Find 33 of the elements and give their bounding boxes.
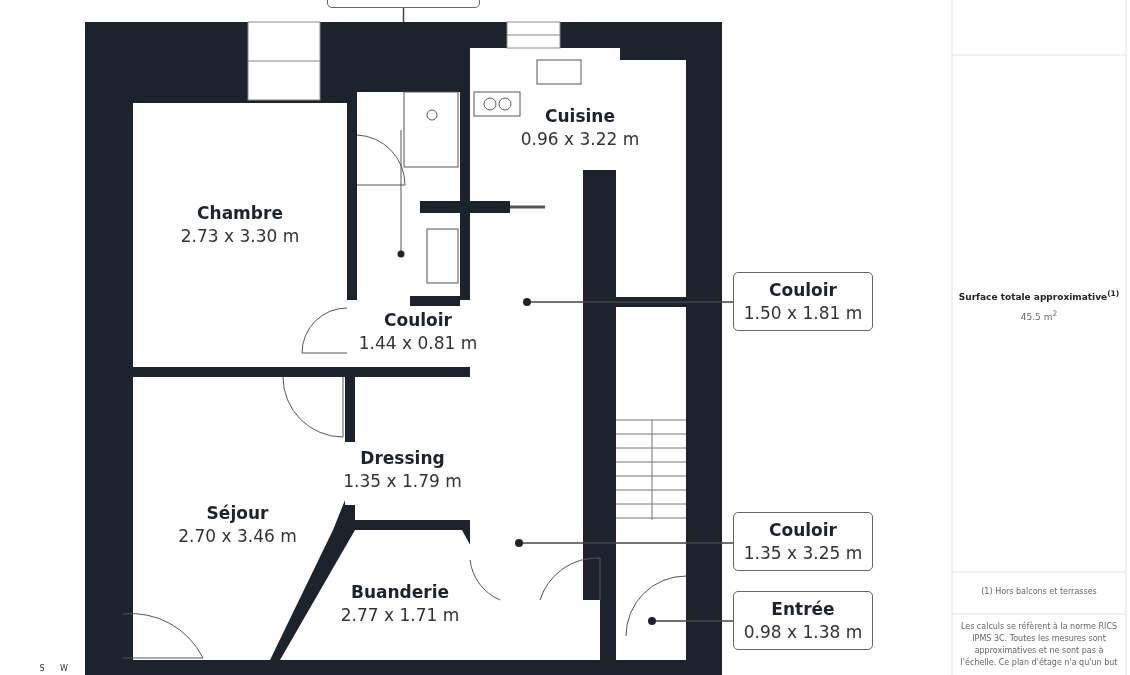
room-name: Chambre bbox=[197, 202, 283, 224]
leader-line bbox=[530, 301, 734, 303]
room-dimensions: 1.35 x 3.25 m bbox=[743, 541, 863, 565]
room-name: Couloir bbox=[384, 309, 452, 331]
area-heading: Surface totale approximative$^{(1)}$ bbox=[957, 289, 1121, 302]
room-dimensions: 1.35 x 1.79 m bbox=[343, 470, 462, 493]
room-name: Entrée bbox=[771, 597, 835, 620]
room-name: Buanderie bbox=[350, 581, 450, 603]
room-dimensions: 0.96 x 3.22 m bbox=[520, 128, 640, 151]
leader-line bbox=[655, 620, 734, 622]
marker-dot bbox=[648, 617, 656, 625]
room-name: Couloir bbox=[769, 278, 837, 301]
room-name: Cuisine bbox=[545, 105, 615, 127]
marker-dot bbox=[515, 539, 523, 547]
callout-box bbox=[733, 512, 873, 571]
room-dimensions: 0.98 x 1.38 m bbox=[743, 620, 863, 644]
compass-letter: S bbox=[38, 664, 46, 673]
footnote: (1) Hors balcons et terrasses bbox=[980, 587, 1098, 596]
room-dimensions: 1.50 x 1.81 m bbox=[743, 301, 863, 325]
room-dimensions: 1.44 x 0.81 m bbox=[358, 332, 478, 355]
room-dimensions: 2.77 x 1.71 m bbox=[340, 604, 460, 627]
disclaimer-text: Les calculs se réfèrent à la norme RICS IPMS 3C. Toutes les mesures sont approximatives et ne sont pas à l'échelle. Ce plan d'étage n'a qu'un but bbox=[960, 621, 1118, 669]
room-dimensions: 2.73 x 3.30 m bbox=[180, 225, 300, 248]
leader-line bbox=[522, 542, 734, 544]
marker-dot bbox=[523, 298, 531, 306]
room-name: Dressing bbox=[360, 447, 445, 469]
room-name: Séjour bbox=[206, 502, 269, 524]
room-dimensions: 2.70 x 3.46 m bbox=[178, 525, 297, 548]
area-value: 45.5 m$^{2}$ bbox=[1019, 309, 1059, 322]
room-name: Couloir bbox=[769, 518, 837, 541]
compass-letter: W bbox=[59, 664, 69, 673]
callout-box bbox=[733, 591, 873, 650]
callout-box bbox=[733, 272, 873, 331]
